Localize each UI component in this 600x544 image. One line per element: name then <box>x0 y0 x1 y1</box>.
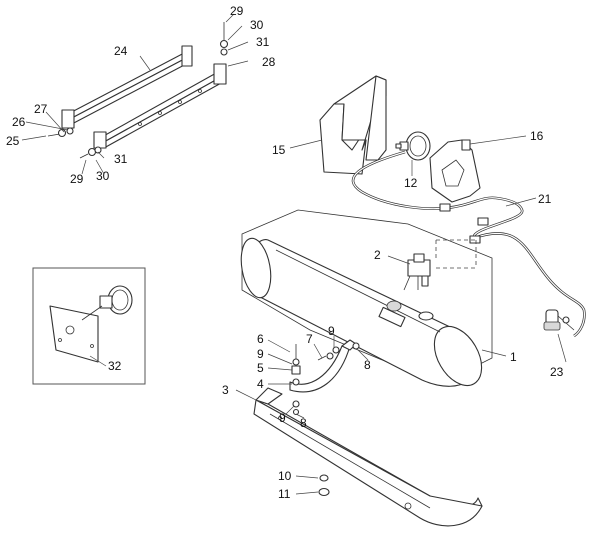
leader-lines <box>21 13 567 495</box>
callout-6: 6 <box>257 332 264 346</box>
callout-27: 27 <box>34 102 48 116</box>
callout-3: 3 <box>222 383 229 397</box>
callout-11: 11 <box>278 487 291 501</box>
callout-29a: 29 <box>230 4 244 18</box>
rail-28 <box>93 63 227 149</box>
callout-7: 7 <box>306 332 313 346</box>
gas-tank-1 <box>240 237 483 387</box>
callout-8b: 8 <box>300 416 307 430</box>
hose-21 <box>351 150 586 338</box>
callout-12: 12 <box>404 176 418 190</box>
callout-26: 26 <box>12 115 26 129</box>
callout-30b: 30 <box>96 169 110 183</box>
strap-4 <box>289 339 357 393</box>
rail-24 <box>61 45 193 129</box>
callout-9a: 9 <box>257 347 264 361</box>
callout-1: 1 <box>510 350 517 364</box>
callout-4: 4 <box>257 377 264 391</box>
gauge-12 <box>395 131 431 161</box>
cover-3 <box>253 387 483 527</box>
callout-labels: 1 2 3 4 5 6 7 8 8 9 9 9 10 11 12 15 16 2… <box>6 4 564 501</box>
bracket-15 <box>319 75 387 175</box>
callout-8a: 8 <box>364 358 371 372</box>
regulator-23 <box>543 309 575 331</box>
callout-9c: 9 <box>279 411 286 425</box>
callout-5: 5 <box>257 361 264 375</box>
callout-29b: 29 <box>70 172 84 186</box>
callout-30a: 30 <box>250 18 264 32</box>
callout-2: 2 <box>374 248 381 262</box>
callout-23: 23 <box>550 365 564 379</box>
callout-16: 16 <box>530 129 544 143</box>
callout-24: 24 <box>114 44 128 58</box>
valve-2 <box>403 239 477 291</box>
callout-28: 28 <box>262 55 276 69</box>
callout-31b: 31 <box>114 152 128 166</box>
callout-31a: 31 <box>256 35 270 49</box>
inset-box <box>32 267 146 385</box>
bracket-16 <box>429 139 481 203</box>
callout-9b: 9 <box>328 324 335 338</box>
rail-fasteners <box>47 22 229 159</box>
callout-21: 21 <box>538 192 552 206</box>
tank-envelope <box>241 209 493 385</box>
callout-10: 10 <box>278 469 292 483</box>
callout-25: 25 <box>6 134 20 148</box>
bolts-cluster <box>291 342 360 416</box>
nuts-10-11 <box>318 474 330 497</box>
callout-15: 15 <box>272 143 286 157</box>
callout-32: 32 <box>108 359 122 373</box>
